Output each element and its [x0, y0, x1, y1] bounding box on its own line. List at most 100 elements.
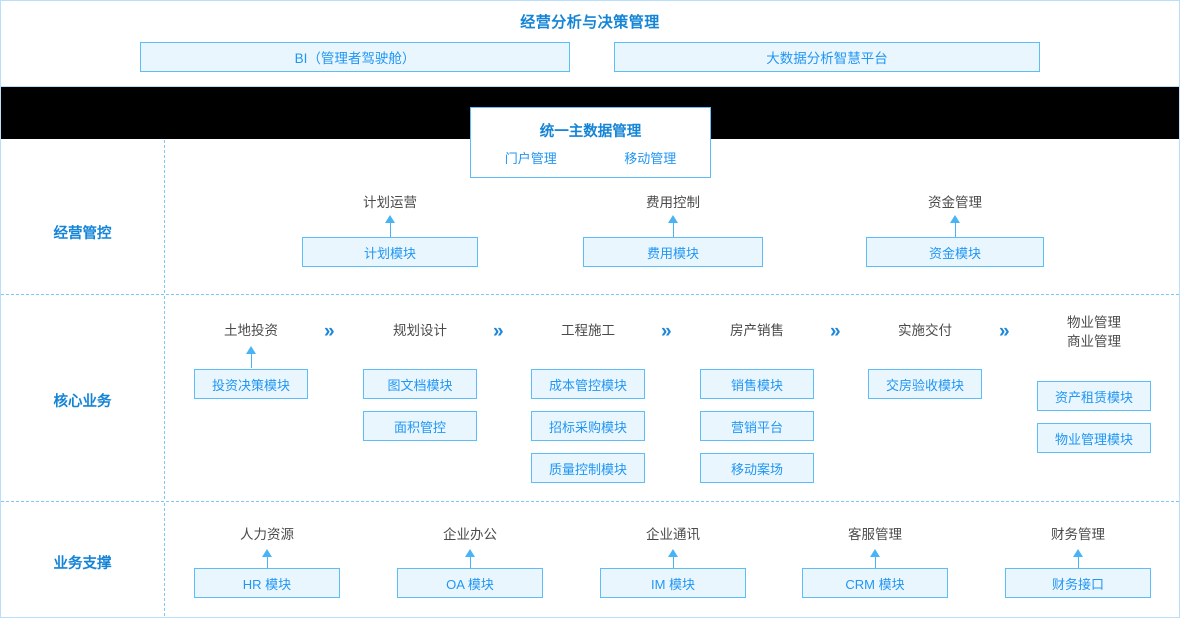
arrow-head-icon: [384, 215, 395, 223]
module-box[interactable]: 物业管理模块: [1037, 423, 1151, 453]
arrow-head-icon: [667, 549, 678, 557]
stage-caption: 财务管理: [988, 525, 1168, 544]
module-box[interactable]: 招标采购模块: [531, 411, 645, 441]
stage-caption: 土地投资: [161, 321, 341, 340]
stage-caption-line1: 客服管理: [848, 527, 902, 542]
stage-caption: 计划运营: [300, 193, 480, 212]
stage-caption-line1: 规划设计: [393, 323, 447, 338]
analysis-band: 经营分析与决策管理 BI（管理者驾驶舱） 大数据分析智慧平台: [1, 1, 1179, 87]
bi-platform-box[interactable]: BI（管理者驾驶舱）: [140, 42, 570, 72]
stage-caption: 规划设计: [330, 321, 510, 340]
module-box[interactable]: 资产租赁模块: [1037, 381, 1151, 411]
stage-caption: 费用控制: [583, 193, 763, 212]
tier-core: 土地投资投资决策模块 规划设计图文档模块面积管控 工程施工成本管控模块招标采购模块质…: [1, 294, 1179, 501]
module-box[interactable]: 成本管控模块: [531, 369, 645, 399]
module-box[interactable]: 图文档模块: [363, 369, 477, 399]
stage-caption-line1: 财务管理: [1051, 527, 1105, 542]
stage-caption-line1: 物业管理: [1067, 315, 1121, 330]
master-data-subitems: 门户管理 移动管理: [471, 148, 710, 167]
stage-flow-chevron-icon: »: [999, 321, 1009, 342]
arrow-stem: [954, 221, 957, 241]
module-box[interactable]: 质量控制模块: [531, 453, 645, 483]
arrow-stem: [250, 352, 253, 368]
stage-caption: 房产销售: [667, 321, 847, 340]
portal-management-item[interactable]: 门户管理: [504, 151, 557, 166]
stage-caption-line1: 实施交付: [898, 323, 952, 338]
stage-caption-line1: 计划运营: [363, 195, 417, 210]
connector-arrow-icon: [949, 215, 961, 241]
connector-arrow-icon: [245, 346, 257, 368]
connector-arrow-icon: [384, 215, 396, 241]
stage-caption-line1: 人力资源: [240, 527, 294, 542]
arrow-stem: [266, 555, 269, 568]
arrow-head-icon: [869, 549, 880, 557]
arrow-head-icon: [667, 215, 678, 223]
tier-label-divider-support: [164, 503, 165, 616]
arrow-stem: [389, 221, 392, 241]
stage-caption: 人力资源: [177, 525, 357, 544]
tier-label-divider-core: [164, 296, 165, 499]
module-box[interactable]: HR 模块: [194, 568, 340, 598]
tier-label-divider-governance: [164, 140, 165, 293]
bigdata-platform-box[interactable]: 大数据分析智慧平台: [614, 42, 1040, 72]
stage-caption-line1: 房产销售: [730, 323, 784, 338]
stage-caption: 资金管理: [865, 193, 1045, 212]
stage-caption-line1: 企业办公: [443, 527, 497, 542]
module-box[interactable]: 营销平台: [700, 411, 814, 441]
stage-flow-chevron-icon: »: [493, 321, 503, 342]
tier-separator-2: [1, 501, 1179, 502]
arrow-stem: [1077, 555, 1080, 568]
arrow-stem: [672, 555, 675, 568]
arrow-head-icon: [464, 549, 475, 557]
module-box[interactable]: 移动案场: [700, 453, 814, 483]
tier-governance: 计划运营计划模块 费用控制费用模块 资金管理资金模块: [1, 139, 1179, 294]
stage-flow-chevron-icon: »: [661, 321, 671, 342]
stage-caption-line2: 商业管理: [1067, 334, 1121, 349]
connector-arrow-icon: [869, 549, 881, 568]
module-box[interactable]: 销售模块: [700, 369, 814, 399]
module-box[interactable]: 面积管控: [363, 411, 477, 441]
module-box[interactable]: 财务接口: [1005, 568, 1151, 598]
module-box[interactable]: 资金模块: [866, 237, 1044, 267]
connector-arrow-icon: [261, 549, 273, 568]
master-data-card[interactable]: 统一主数据管理 门户管理 移动管理: [470, 107, 711, 178]
module-box[interactable]: 交房验收模块: [868, 369, 982, 399]
module-box[interactable]: 费用模块: [583, 237, 763, 267]
tier-support: 人力资源 HR 模块 企业办公 OA 模块 企业通讯 IM 模块 客服管理 CRM 模块 财务管…: [1, 501, 1179, 617]
arrow-head-icon: [245, 346, 256, 354]
tier-label-governance: 经营管控: [53, 226, 112, 242]
tier-label-support: 业务支撑: [53, 556, 112, 572]
connector-arrow-icon: [1072, 549, 1084, 568]
tier-separator-1: [1, 294, 1179, 295]
stage-caption-line1: 土地投资: [224, 323, 278, 338]
stage-caption-line1: 费用控制: [646, 195, 700, 210]
module-box[interactable]: 计划模块: [302, 237, 478, 267]
module-box[interactable]: 投资决策模块: [194, 369, 308, 399]
page-title: 经营分析与决策管理: [520, 14, 660, 31]
master-data-title: 统一主数据管理: [539, 124, 642, 140]
stage-caption: 工程施工: [498, 321, 678, 340]
stage-caption-line1: 资金管理: [928, 195, 982, 210]
stage-caption: 企业办公: [380, 525, 560, 544]
module-box[interactable]: OA 模块: [397, 568, 543, 598]
module-box[interactable]: IM 模块: [600, 568, 746, 598]
connector-arrow-icon: [667, 215, 679, 241]
connector-arrow-icon: [667, 549, 679, 568]
arrow-head-icon: [261, 549, 272, 557]
arrow-stem: [874, 555, 877, 568]
stage-caption: 物业管理商业管理: [1004, 313, 1180, 351]
stage-flow-chevron-icon: »: [830, 321, 840, 342]
arrow-stem: [672, 221, 675, 241]
arrow-head-icon: [949, 215, 960, 223]
module-box[interactable]: CRM 模块: [802, 568, 948, 598]
stage-caption: 客服管理: [785, 525, 965, 544]
tier-label-core: 核心业务: [53, 394, 112, 410]
connector-arrow-icon: [464, 549, 476, 568]
mobile-management-item[interactable]: 移动管理: [624, 151, 677, 166]
stage-caption-line1: 企业通讯: [646, 527, 700, 542]
stage-caption: 企业通讯: [583, 525, 763, 544]
stage-flow-chevron-icon: »: [324, 321, 334, 342]
arrow-stem: [469, 555, 472, 568]
stage-caption: 实施交付: [835, 321, 1015, 340]
